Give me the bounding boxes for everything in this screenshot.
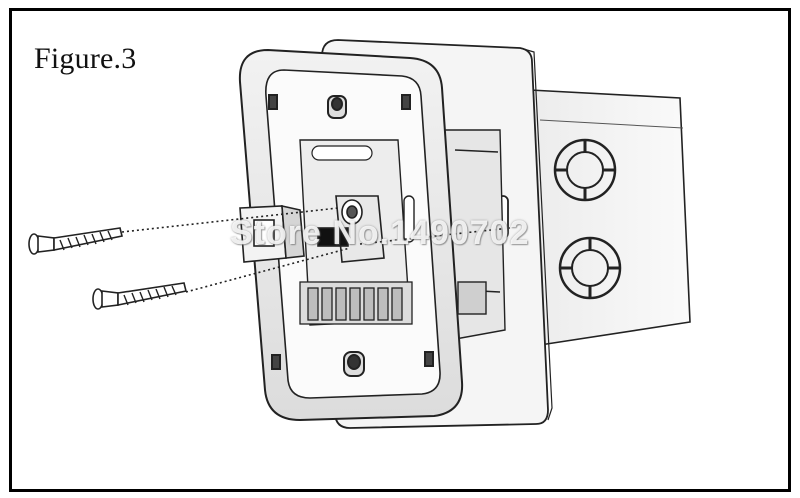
knockout-hole-top [553,138,617,202]
mounting-screw-lower [92,282,187,310]
figure-label: Figure.3 [34,42,137,75]
anchor-clip [239,204,305,263]
frame-tab [271,354,281,370]
frame-tab [401,94,411,110]
alignment-guides [121,207,511,293]
store-watermark: Store No.1490702 [230,214,530,252]
mounting-screw-upper [28,227,123,255]
cover-side-slot [403,195,415,243]
knockout-hole-bottom [558,236,622,300]
top-screw-boss [327,95,347,119]
junction-box-front-face [529,89,691,346]
bottom-screw-boss [343,351,365,377]
terminal-block [299,281,413,325]
connector-post [317,195,385,263]
frame-tab [424,351,434,367]
frame-tab [268,94,278,110]
thermostat-cover-frame [238,48,464,422]
